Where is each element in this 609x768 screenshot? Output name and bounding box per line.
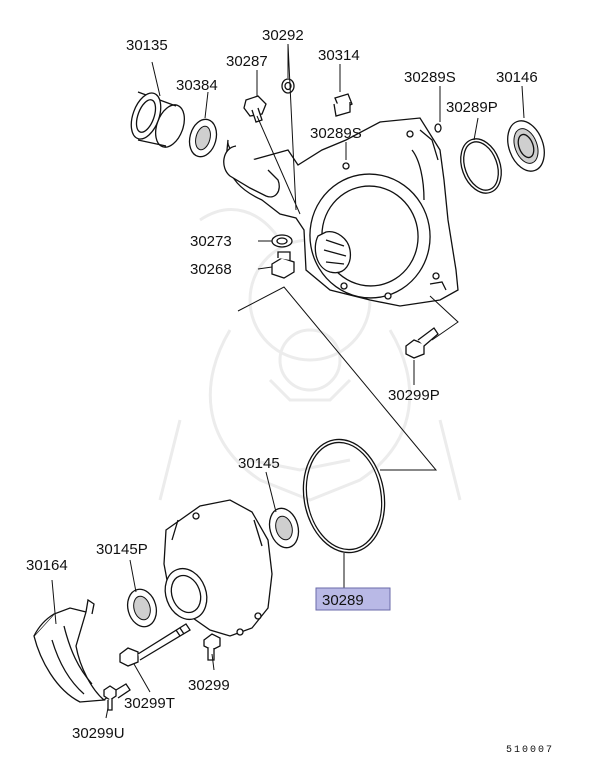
part-30164-guard[interactable] — [33, 598, 131, 703]
part-30314-plug[interactable] — [333, 93, 353, 117]
part-30146-seal[interactable] — [501, 116, 551, 176]
part-30299-bolt[interactable] — [203, 633, 221, 661]
label-30289s-top[interactable]: 30289S — [404, 69, 456, 86]
part-30145-seal[interactable] — [265, 505, 302, 551]
part-30299t-bolt[interactable] — [119, 623, 191, 667]
label-30287[interactable]: 30287 — [226, 53, 268, 70]
label-30146[interactable]: 30146 — [496, 69, 538, 86]
label-30145p[interactable]: 30145P — [96, 541, 148, 558]
part-30292-washer[interactable] — [281, 78, 295, 94]
part-30287-bolt[interactable] — [243, 95, 267, 123]
label-30268[interactable]: 30268 — [190, 261, 232, 278]
label-30289p[interactable]: 30289P — [446, 99, 498, 116]
leader-lines-upper — [151, 43, 525, 471]
label-30289[interactable]: 30289 — [322, 592, 364, 609]
label-30145[interactable]: 30145 — [238, 455, 280, 472]
part-transfer-case-upper[interactable] — [223, 117, 459, 307]
part-30135-sleeve[interactable] — [126, 89, 190, 151]
highlight-box-30289 — [315, 587, 391, 611]
part-30299u-bolt[interactable] — [103, 685, 117, 711]
label-30314[interactable]: 30314 — [318, 47, 360, 64]
label-30299[interactable]: 30299 — [188, 677, 230, 694]
label-30384[interactable]: 30384 — [176, 77, 218, 94]
label-30299u[interactable]: 30299U — [72, 725, 125, 742]
label-30164[interactable]: 30164 — [26, 557, 68, 574]
diagram-code: 510007 — [506, 745, 554, 756]
label-30299t[interactable]: 30299T — [124, 695, 175, 712]
label-30135[interactable]: 30135 — [126, 37, 168, 54]
part-30289s-oring-top[interactable] — [434, 123, 442, 133]
part-transfer-case-lower[interactable] — [158, 499, 273, 637]
part-30299p-bolt[interactable] — [405, 327, 439, 359]
leader-lines-lower — [51, 471, 345, 719]
part-30384-seal[interactable] — [186, 116, 221, 159]
part-30289-oring-large[interactable] — [295, 433, 394, 559]
part-30145p-seal[interactable] — [124, 586, 161, 630]
label-30289s-mid[interactable]: 30289S — [310, 125, 362, 142]
part-30273-washer[interactable] — [271, 234, 293, 248]
label-30292[interactable]: 30292 — [262, 27, 304, 44]
part-30268-plug[interactable] — [271, 251, 295, 279]
label-30299p[interactable]: 30299P — [388, 387, 440, 404]
label-30273[interactable]: 30273 — [190, 233, 232, 250]
part-30289p-oring[interactable] — [454, 133, 509, 199]
